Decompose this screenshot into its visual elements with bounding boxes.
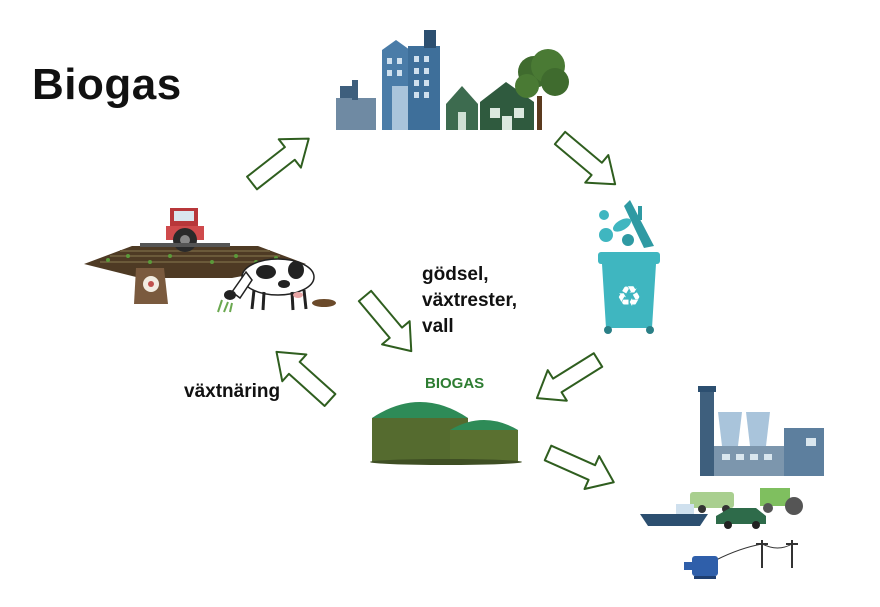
arrow-plant-to-uses [539,435,623,500]
motor-icon [684,556,718,579]
arrow-plant-to-farm [263,337,344,415]
arrow-city-to-waste [547,123,628,200]
nutrient-label: växtnäring [184,381,281,402]
inputs-label: gödsel, växtrester, vall [422,262,517,340]
recycling-bin-icon: ♻ [598,252,660,334]
vehicles-icon [690,488,803,529]
input-item: gödsel, [422,264,489,285]
arrow-farm-to-plant [350,283,427,364]
ship-icon [640,504,708,526]
page-title: Biogas [32,60,182,109]
fertilizer-sack-icon [134,268,168,304]
svg-text:♻: ♻ [616,280,641,313]
input-item: växtrester, [422,290,518,311]
tractor-icon [140,208,230,252]
input-item: vall [422,316,454,337]
arrow-waste-to-plant [526,343,609,415]
biogas-plant-label: BIOGAS [425,375,485,392]
tree-icon [515,49,569,130]
arrow-farm-to-city [239,123,321,199]
biogas-plant-icon [370,402,522,465]
cow-icon [217,258,336,313]
factory-icon [698,386,824,476]
city-icon [336,30,534,130]
food-waste-icon [599,200,654,248]
power-line-icon [715,540,798,568]
